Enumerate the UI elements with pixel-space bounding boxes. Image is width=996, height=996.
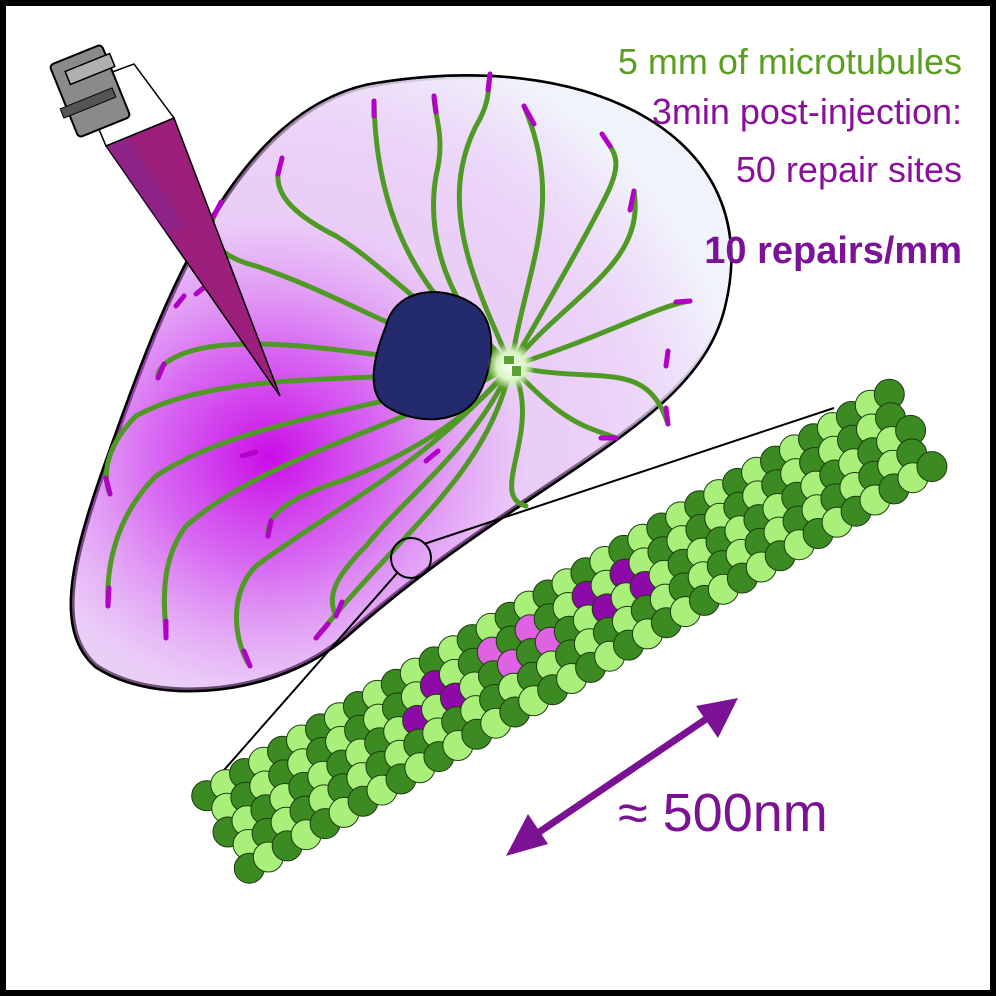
repair-sites (103, 71, 693, 669)
repair-sites-label: 50 repair sites (735, 149, 962, 190)
zoom-line-bottom (209, 571, 399, 787)
microtubule-length-label: 5 mm of microtubules (617, 41, 962, 82)
microtubule-lattice (191, 378, 948, 884)
time-point-label: 3min post-injection: (651, 91, 962, 132)
scale-arrow (506, 698, 738, 856)
tubulin-dimer (916, 451, 948, 483)
centrosome (487, 342, 535, 390)
diagram-canvas (49, 44, 948, 884)
zoom-region-marker (390, 537, 432, 579)
scale-label: ≈ 500nm (618, 783, 828, 843)
nucleus (372, 291, 493, 421)
injection-needle-icon (49, 44, 281, 397)
zoom-line-top (423, 407, 835, 545)
repair-density-label: 10 repairs/mm (704, 230, 962, 272)
